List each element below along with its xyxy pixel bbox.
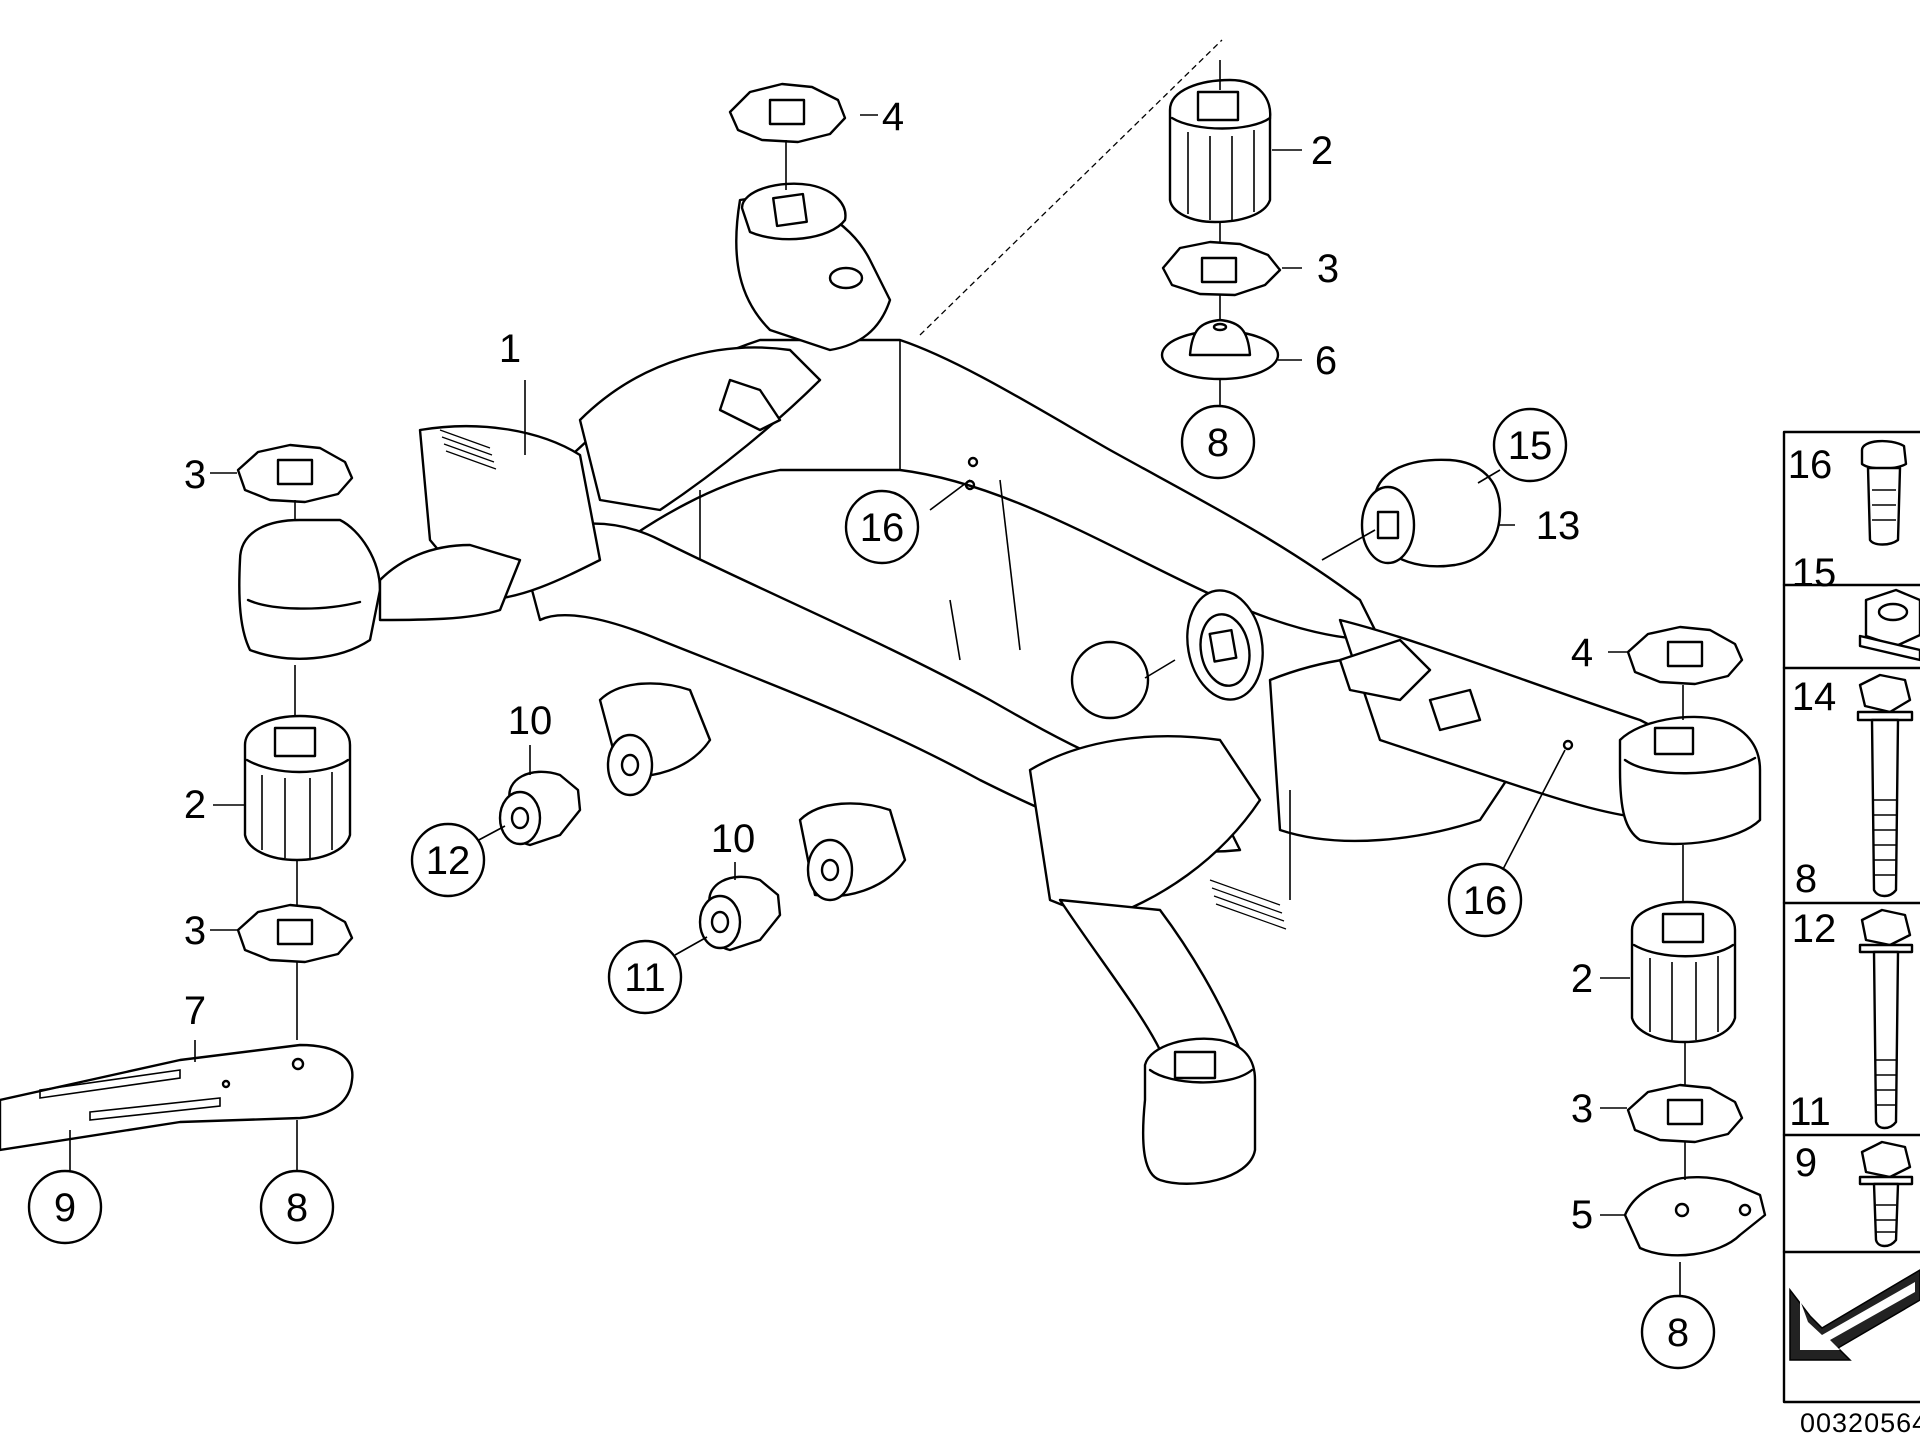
callout-10-center: 10 (711, 817, 756, 861)
disc-upper-right (1160, 318, 1280, 381)
mount-plate-5 (1623, 1175, 1767, 1257)
washer-left-bottom (236, 903, 354, 964)
callout-1: 1 (499, 327, 521, 371)
callout-9: 9 (54, 1186, 76, 1230)
callout-11: 11 (624, 956, 666, 1000)
callout-3-right: 3 (1571, 1087, 1593, 1131)
callout-8-upper: 8 (1207, 421, 1229, 465)
rear-axle-carrier (238, 39, 1762, 1185)
callout-circle-12 (410, 822, 486, 898)
legend-label-9: 9 (1795, 1141, 1817, 1185)
bushing-12 (498, 770, 582, 847)
document-number: 00320564 (1800, 1408, 1920, 1438)
callout-3-left-top: 3 (184, 453, 206, 497)
vehicle-direction-arrow-icon (1789, 1269, 1920, 1361)
hex-nut-icon (1858, 588, 1920, 662)
callout-3-upper: 3 (1317, 247, 1339, 291)
callout-circle-16-center (844, 489, 920, 565)
bushing-11 (698, 875, 782, 952)
callout-2-left: 2 (184, 783, 206, 827)
legend-label-12-sub: 11 (1789, 1090, 1831, 1134)
callout-16-right: 16 (1463, 879, 1508, 923)
bushing-right (1630, 900, 1737, 1044)
leader-lines (69, 114, 1686, 1302)
washer-upper-right (1161, 240, 1282, 297)
bushing-upper-right (1168, 78, 1272, 224)
short-hex-bolt-icon (1858, 1140, 1914, 1248)
washer-upper-4 (728, 82, 847, 144)
callout-2-right: 2 (1571, 957, 1593, 1001)
medium-hex-bolt-icon (1858, 908, 1914, 1130)
callout-5: 5 (1571, 1193, 1593, 1237)
legend-label-15: 15 (1792, 551, 1837, 595)
callout-15: 15 (1508, 424, 1553, 468)
callout-10-left: 10 (508, 699, 553, 743)
callout-3-left-bottom: 3 (184, 909, 206, 953)
bushing-left (243, 714, 352, 862)
callout-circle-9 (27, 1169, 103, 1245)
legend-label-12: 12 (1792, 907, 1837, 951)
long-hex-bolt-icon (1856, 673, 1914, 898)
callout-16-center: 16 (860, 506, 905, 550)
rubber-bushing-15 (1360, 458, 1502, 568)
callout-circle-8-upper (1180, 404, 1256, 480)
callouts: 1 2 3 4 6 8 15 13 16 3 2 3 7 9 8 10 12 1… (27, 95, 1716, 1370)
legend-label-14-sub: 8 (1795, 857, 1817, 901)
callout-8-left: 8 (286, 1186, 308, 1230)
legend-label-14: 14 (1792, 675, 1837, 719)
callout-4-right: 4 (1571, 631, 1593, 675)
press-stud-icon (1860, 439, 1908, 546)
callout-8-right: 8 (1667, 1311, 1689, 1355)
callout-2-upper: 2 (1311, 129, 1333, 173)
callout-7: 7 (184, 989, 206, 1033)
callout-circle-15 (1492, 407, 1568, 483)
hatch-marking-left (439, 429, 497, 470)
callout-circle-16-right (1447, 862, 1523, 938)
callout-12: 12 (426, 839, 471, 883)
legend-label-16: 16 (1788, 443, 1833, 487)
washer-left-top (236, 443, 354, 504)
hardware-legend: 16 15 14 8 12 11 (1782, 430, 1920, 1404)
callout-13: 13 (1536, 504, 1581, 548)
callout-circle-8-right (1640, 1294, 1716, 1370)
callout-circle-11 (607, 939, 683, 1015)
washer-right-bottom (1626, 1083, 1744, 1144)
callout-6: 6 (1315, 339, 1337, 383)
washer-right-top (1626, 625, 1744, 686)
callout-circle-8-left (259, 1169, 335, 1245)
reinforcement-plate (0, 1043, 354, 1152)
callout-4-upper: 4 (882, 95, 904, 139)
hatch-marking-right (1209, 879, 1287, 930)
